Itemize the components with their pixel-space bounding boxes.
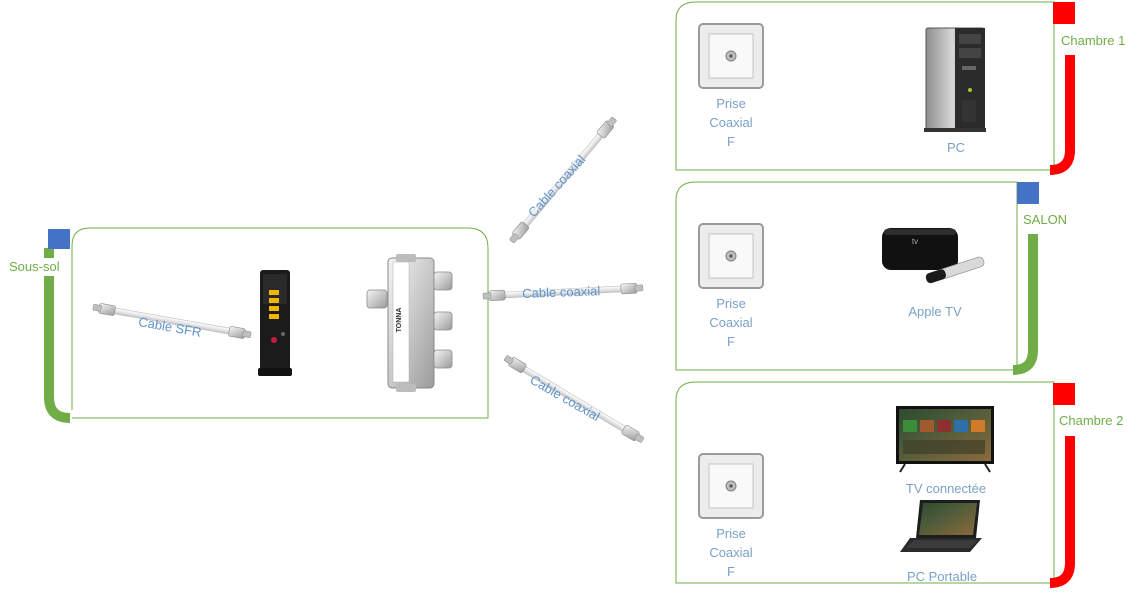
room-label-salon: SALON [1021, 211, 1070, 229]
modem-icon [258, 270, 292, 376]
desktop-tower-icon [924, 27, 986, 132]
splitter-brand: TONNA [396, 308, 403, 333]
room-marker-salon [1017, 182, 1039, 204]
room-frame-chambre-2 [675, 381, 1075, 588]
outlet-label-line: Coaxial [709, 315, 753, 330]
outlet-label-line: Prise [716, 296, 746, 311]
outlet-label-chambre-2: Prise Coaxial F [690, 524, 772, 581]
room-marker-sous-sol [48, 229, 70, 249]
room-label-chambre-2: Chambre 2 [1057, 412, 1126, 430]
outlet-label-salon: Prise Coaxial F [690, 294, 772, 351]
outlet-label-line: Prise [716, 526, 746, 541]
room-frame-chambre-1 [675, 1, 1075, 175]
coax-splitter-icon: TONNA [366, 254, 453, 392]
room-marker-chambre-1 [1053, 2, 1075, 24]
outlet-label-line: Coaxial [709, 115, 753, 130]
outlet-label-line: F [727, 334, 735, 349]
device-label-tv: TV connectée [905, 481, 987, 496]
room-frame-sous-sol [44, 227, 489, 423]
device-label-laptop: PC Portable [906, 569, 978, 584]
outlet-label-line: F [727, 134, 735, 149]
device-label-apple-tv: Apple TV [908, 304, 962, 319]
room-frame-salon [675, 181, 1039, 375]
room-label-sous-sol: Sous-sol [9, 258, 60, 276]
outlet-label-line: Prise [716, 96, 746, 111]
smart-tv-icon [896, 406, 994, 473]
coax-outlet-icon-chambre-1 [698, 23, 764, 89]
room-label-chambre-1: Chambre 1 [1059, 32, 1128, 50]
cable-label-salon: Cable coaxial [522, 283, 601, 301]
coax-outlet-icon-salon [698, 223, 764, 289]
outlet-label-line: Coaxial [709, 545, 753, 560]
apple-tv-icon: tv [882, 228, 985, 284]
coax-outlet-icon-chambre-2 [698, 453, 764, 519]
svg-text:tv: tv [912, 237, 918, 246]
laptop-icon [900, 500, 982, 552]
device-label-pc: PC [946, 140, 966, 155]
outlet-label-chambre-1: Prise Coaxial F [690, 94, 772, 151]
outlet-label-line: F [727, 564, 735, 579]
room-marker-chambre-2 [1053, 383, 1075, 405]
